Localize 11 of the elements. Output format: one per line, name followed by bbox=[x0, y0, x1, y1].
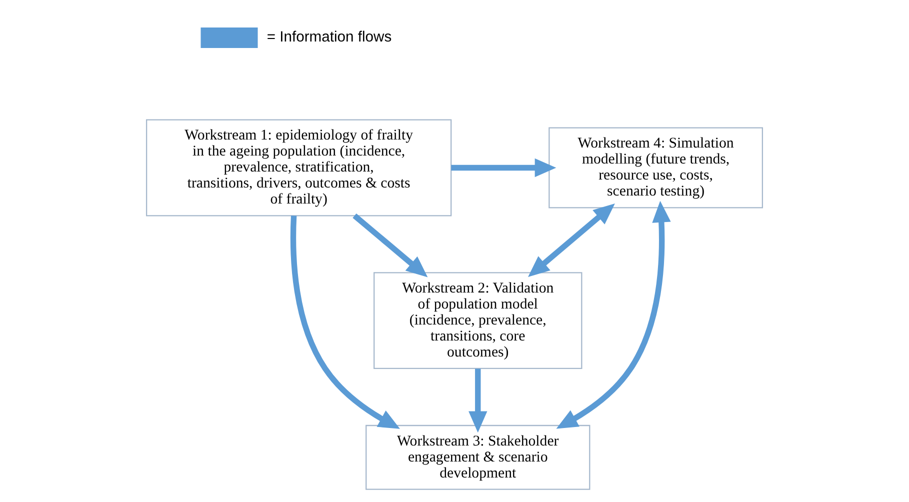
arrow bbox=[290, 216, 400, 429]
node-box: Workstream 3: Stakeholder engagement & scenario development bbox=[366, 424, 590, 490]
arrow bbox=[451, 158, 556, 178]
arrow bbox=[468, 368, 488, 433]
arrow bbox=[556, 200, 671, 429]
arrow bbox=[528, 203, 615, 278]
node-box: Workstream 4: Simulation modelling (future trends, resource use, costs, scenario testing) bbox=[548, 127, 764, 208]
node-box: Workstream 1: epidemiology of frailty in the ageing population (incidence, prevalence, stratification, transitions, drivers, outcomes & costs of frailty) bbox=[146, 119, 452, 216]
node-box: Workstream 2: Validation of population model (incidence, prevalence, transitions, core outcomes) bbox=[374, 272, 582, 370]
arrow bbox=[352, 214, 428, 278]
legend-label: = Information flows bbox=[266, 30, 392, 46]
